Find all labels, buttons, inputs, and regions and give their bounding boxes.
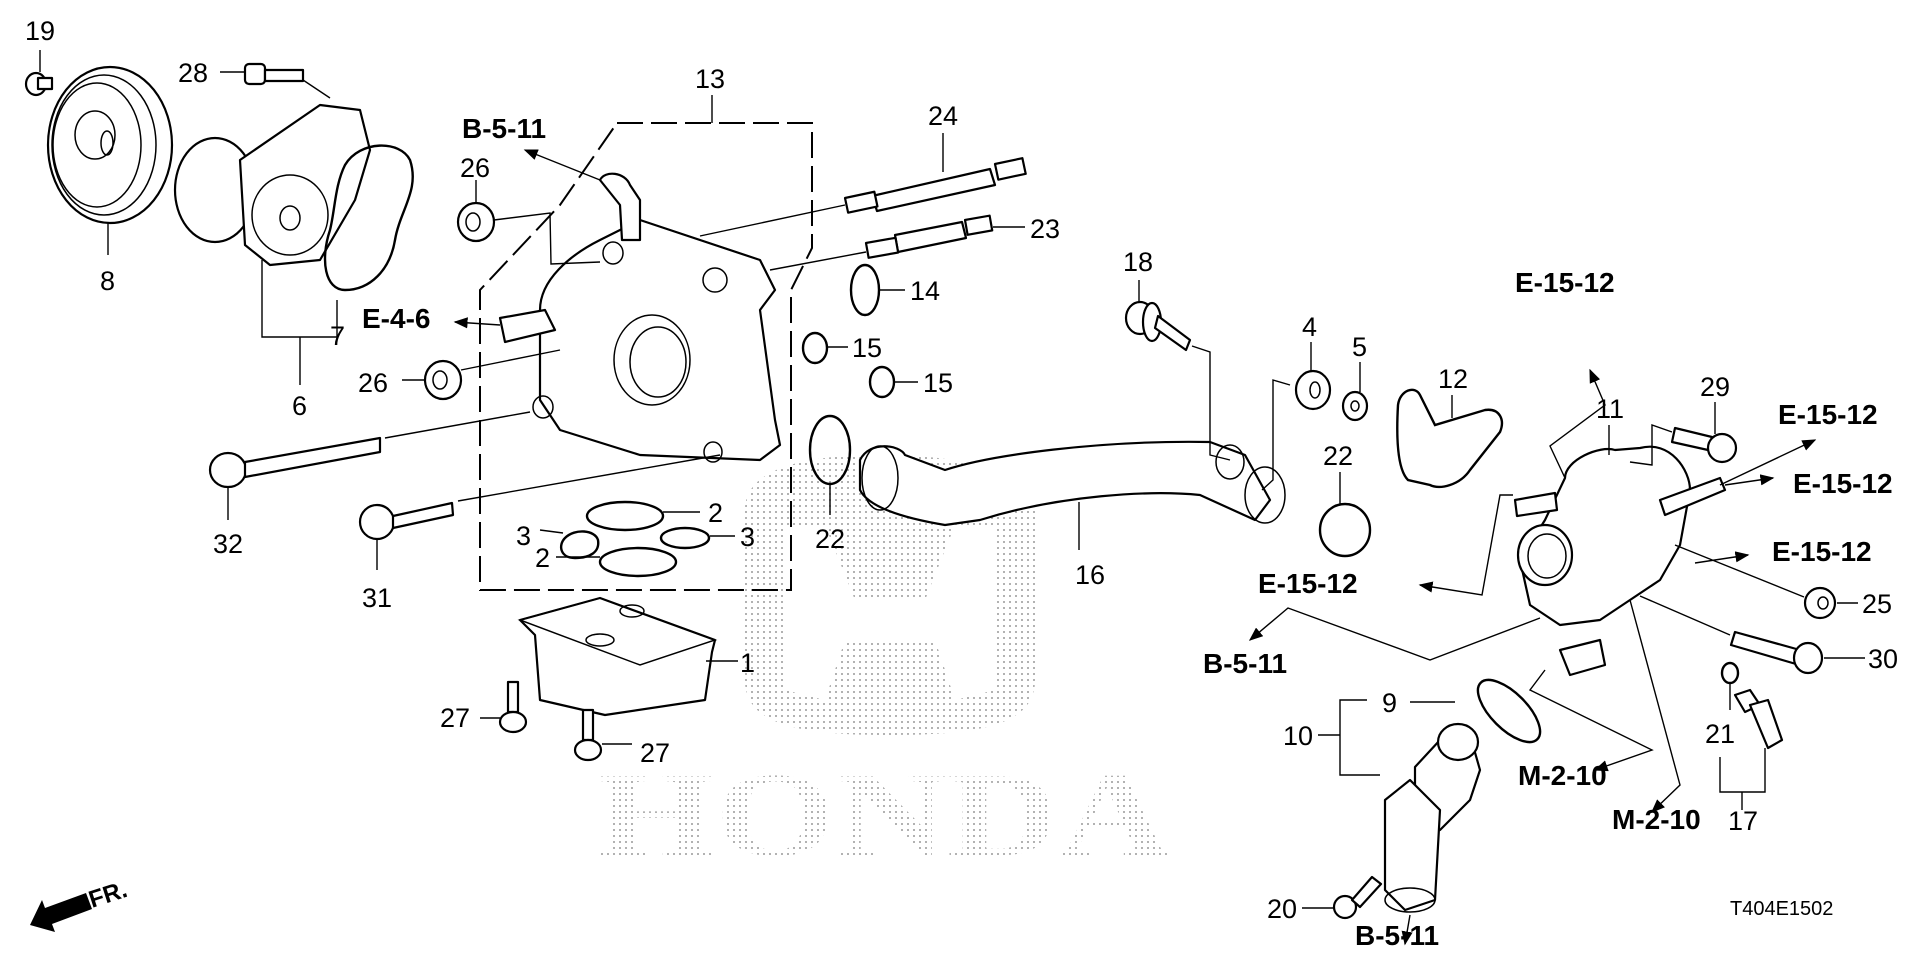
- part-bolt-31: [358, 454, 721, 570]
- callout-24[interactable]: 24: [928, 101, 958, 131]
- front-arrow-icon: [30, 893, 92, 932]
- callout-13[interactable]: 13: [695, 64, 725, 94]
- callout-10[interactable]: 10: [1283, 721, 1313, 751]
- part-bolt-20: [1302, 875, 1383, 920]
- section-ref-e-15-12-right-2[interactable]: E-15-12: [1793, 468, 1893, 499]
- part-o-ring-15-a: [801, 331, 848, 365]
- callout-26-lower[interactable]: 26: [358, 368, 388, 398]
- section-ref-b-5-11-mid[interactable]: B-5-11: [1203, 648, 1287, 679]
- figure-code: T404E1502: [1730, 898, 1833, 920]
- callout-2-lower[interactable]: 2: [535, 543, 550, 573]
- callout-21[interactable]: 21: [1705, 719, 1735, 749]
- section-ref-b-5-11-top[interactable]: B-5-11: [462, 113, 546, 144]
- part-bolt-29: [1629, 402, 1738, 466]
- callout-8[interactable]: 8: [100, 266, 115, 296]
- section-ref-e-4-6[interactable]: E-4-6: [362, 303, 430, 334]
- honda-watermark: HONDA: [595, 455, 1170, 881]
- callout-3-left[interactable]: 3: [516, 521, 531, 551]
- part-bolt-27-left: [480, 680, 528, 734]
- part-washer-5: [1341, 362, 1369, 422]
- callout-20[interactable]: 20: [1267, 894, 1297, 924]
- callout-6[interactable]: 6: [292, 391, 307, 421]
- part-nut-26-upper: [456, 180, 601, 265]
- callout-12[interactable]: 12: [1438, 364, 1468, 394]
- callout-16[interactable]: 16: [1075, 560, 1105, 590]
- callout-28[interactable]: 28: [178, 58, 208, 88]
- part-stud-24: [699, 133, 1027, 237]
- part-o-ring-15-b: [868, 365, 918, 399]
- part-o-ring-14: [849, 263, 905, 317]
- part-water-passage-housing: [498, 172, 782, 463]
- part-stud-23: [769, 214, 1025, 271]
- ref-arrows: [453, 149, 1817, 946]
- section-reference-labels: B-5-11 E-4-6 E-15-12 E-15-12 E-15-12 E-1…: [362, 113, 1893, 951]
- callout-15-a[interactable]: 15: [852, 333, 882, 363]
- callout-1[interactable]: 1: [740, 648, 755, 678]
- part-bolt-18: [1124, 280, 1231, 461]
- callout-4[interactable]: 4: [1302, 312, 1317, 342]
- callout-22-left[interactable]: 22: [815, 524, 845, 554]
- callout-19[interactable]: 19: [25, 16, 55, 46]
- part-bolt-28: [220, 62, 331, 99]
- callout-18[interactable]: 18: [1123, 247, 1153, 277]
- honda-h-logo-watermark: [745, 455, 1035, 735]
- part-bolt-19: [24, 50, 54, 97]
- section-ref-e-15-12-right-3[interactable]: E-15-12: [1772, 536, 1872, 567]
- section-ref-b-5-11-bottom[interactable]: B-5-11: [1355, 920, 1439, 951]
- part-temp-sensor-17: [1719, 688, 1784, 810]
- honda-wordmark-watermark: HONDA: [595, 748, 1170, 881]
- part-thermostat-10: [1318, 699, 1482, 913]
- part-gasket-7: [323, 144, 414, 292]
- callout-3-right[interactable]: 3: [740, 522, 755, 552]
- part-bolt-27-right: [573, 708, 632, 762]
- callout-11[interactable]: 11: [1596, 394, 1624, 424]
- callout-29[interactable]: 29: [1700, 372, 1730, 402]
- part-bolt-30: [1639, 595, 1865, 675]
- callout-23[interactable]: 23: [1030, 214, 1060, 244]
- callout-5[interactable]: 5: [1352, 332, 1367, 362]
- part-nut-26-lower: [402, 349, 561, 401]
- part-oil-cooler-1: [517, 596, 738, 717]
- part-nut-25: [1674, 544, 1858, 620]
- part-gaskets-2-3: [539, 500, 735, 578]
- callout-17[interactable]: 17: [1728, 806, 1758, 836]
- callout-27-right[interactable]: 27: [640, 738, 670, 768]
- front-direction-indicator: FR.: [30, 876, 131, 932]
- callout-32[interactable]: 32: [213, 529, 243, 559]
- part-water-pipe-16: [858, 440, 1286, 550]
- callout-14[interactable]: 14: [910, 276, 940, 306]
- part-water-pump-6: [173, 103, 372, 385]
- part-o-ring-22-left: [808, 414, 852, 515]
- part-grommet-4: [1261, 342, 1332, 491]
- callout-26-upper[interactable]: 26: [460, 153, 490, 183]
- assembly-13-group-box: [479, 95, 813, 591]
- section-ref-m-2-10-a[interactable]: M-2-10: [1518, 760, 1607, 791]
- callout-labels: 19 28 8 13 24 26 23 14 7 15 15 26 6 32 3…: [25, 16, 1898, 924]
- section-ref-e-15-12-right-1[interactable]: E-15-12: [1778, 399, 1878, 430]
- callout-22-right[interactable]: 22: [1323, 441, 1353, 471]
- callout-15-b[interactable]: 15: [923, 368, 953, 398]
- part-gasket-9: [1410, 678, 1542, 744]
- callout-25[interactable]: 25: [1862, 589, 1892, 619]
- part-pulley-8: [46, 65, 174, 255]
- part-o-ring-22-right: [1318, 472, 1372, 558]
- section-ref-m-2-10-b[interactable]: M-2-10: [1612, 804, 1701, 835]
- callout-9[interactable]: 9: [1382, 688, 1397, 718]
- section-ref-e-15-12-top[interactable]: E-15-12: [1515, 267, 1615, 298]
- callout-2-upper[interactable]: 2: [708, 498, 723, 528]
- part-bolt-32: [208, 411, 531, 520]
- callout-31[interactable]: 31: [362, 583, 392, 613]
- front-label: FR.: [86, 876, 131, 914]
- part-thermostat-housing-11: [1513, 425, 1727, 677]
- callout-7[interactable]: 7: [330, 321, 345, 351]
- part-washer-21: [1720, 661, 1740, 710]
- callout-30[interactable]: 30: [1868, 644, 1898, 674]
- callout-27-left[interactable]: 27: [440, 703, 470, 733]
- section-ref-e-15-12-left[interactable]: E-15-12: [1258, 568, 1358, 599]
- part-gasket-12: [1396, 388, 1504, 489]
